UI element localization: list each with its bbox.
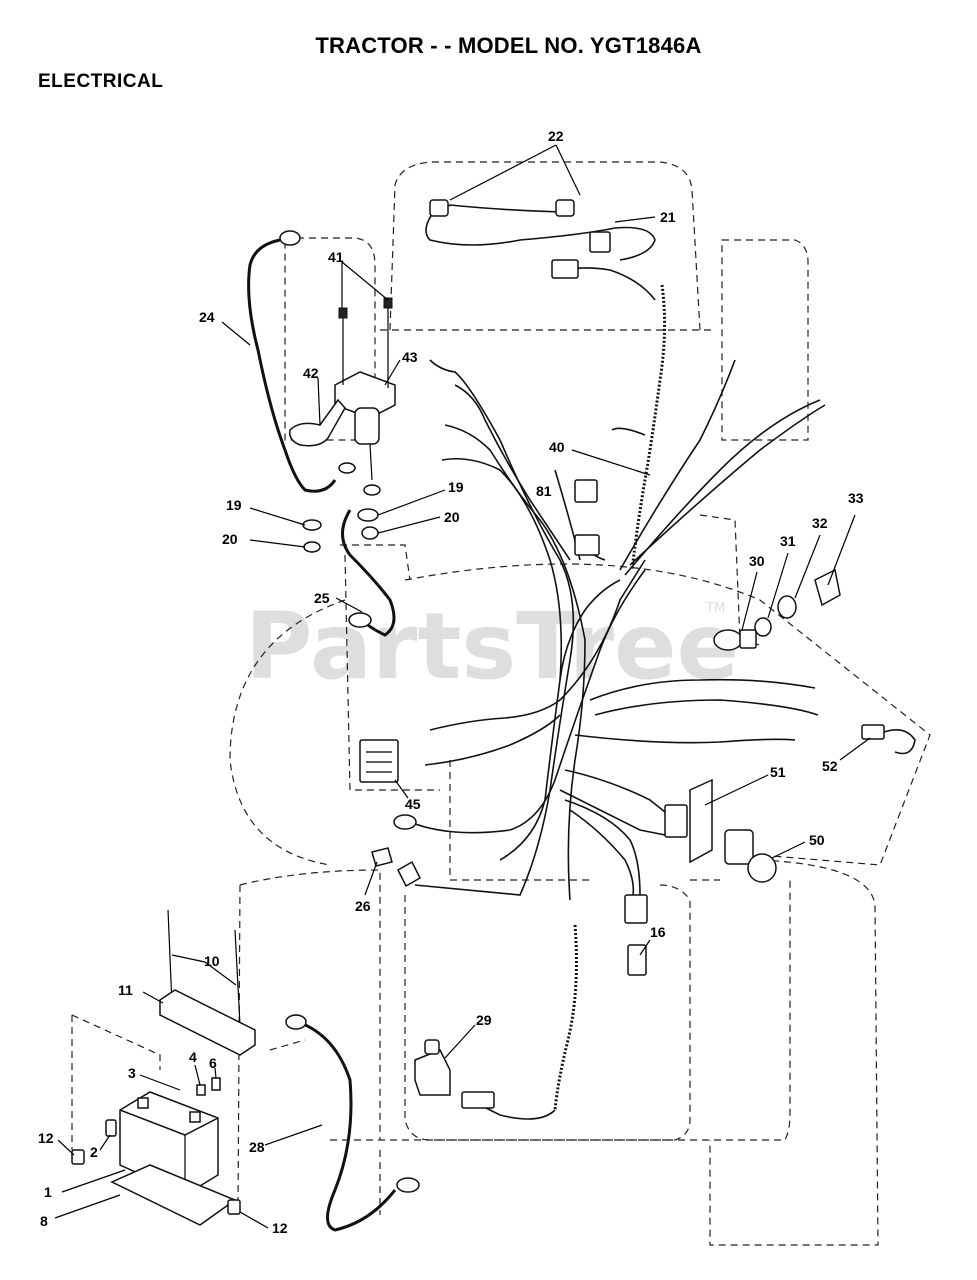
- callout-3: 3: [128, 1065, 136, 1081]
- callout-1: 1: [44, 1184, 52, 1200]
- callout-33: 33: [848, 490, 864, 506]
- ignition-switch: [713, 568, 841, 651]
- watermark-tm: TM: [705, 601, 725, 616]
- callout-21: 21: [660, 209, 676, 225]
- main-harness: [409, 267, 826, 901]
- callout-41: 41: [328, 249, 344, 265]
- part-52: [861, 724, 916, 755]
- callout-52: 52: [822, 758, 838, 774]
- switch-51: [664, 778, 713, 864]
- connectors-26: [371, 847, 421, 888]
- callout-12-bottom: 12: [272, 1220, 288, 1236]
- cable-24: [247, 230, 337, 493]
- callout-22: 22: [548, 128, 564, 144]
- callout-numbers: 22 21 41 24 42 43 40 81 19 19 20 20 25 3…: [38, 128, 864, 1236]
- callout-20-left: 20: [222, 531, 238, 547]
- callout-24: 24: [199, 309, 215, 325]
- diagram-title: TRACTOR - - MODEL NO. YGT1846A: [315, 33, 702, 58]
- callout-4: 4: [189, 1049, 197, 1065]
- boot-42: [288, 398, 346, 447]
- callout-29: 29: [476, 1012, 492, 1028]
- cable-25: [341, 509, 396, 637]
- callout-16: 16: [650, 924, 666, 940]
- callout-51: 51: [770, 764, 786, 780]
- callout-28: 28: [249, 1139, 265, 1155]
- section-label: ELECTRICAL: [38, 71, 164, 92]
- callout-40: 40: [549, 439, 565, 455]
- callout-26: 26: [355, 898, 371, 914]
- coiled-harness-lower: [469, 924, 578, 1120]
- callout-81: 81: [536, 483, 552, 499]
- callout-10: 10: [204, 953, 220, 969]
- headlight-harness: [425, 199, 656, 279]
- callout-6: 6: [209, 1055, 217, 1071]
- coiled-harness-40: [630, 284, 667, 571]
- callout-8: 8: [40, 1213, 48, 1229]
- battery-hardware: [71, 1077, 241, 1215]
- solenoid-43: [334, 297, 396, 481]
- callout-30: 30: [749, 553, 765, 569]
- callout-2: 2: [90, 1144, 98, 1160]
- seat-switch-29: [414, 1039, 495, 1109]
- connector-16: [624, 894, 648, 976]
- module-45: [359, 739, 417, 830]
- pto-switch-50: [724, 829, 777, 883]
- cable-28: [285, 1014, 420, 1232]
- callout-50: 50: [809, 832, 825, 848]
- tractor-outline: [71, 161, 931, 1246]
- hardware-19-20: [302, 462, 381, 553]
- callout-20-right: 20: [444, 509, 460, 525]
- relay-81: [574, 479, 600, 556]
- leader-lines: [54, 144, 871, 1229]
- callout-19-right: 19: [448, 479, 464, 495]
- watermark-text: PartsTree: [245, 593, 739, 700]
- callout-11: 11: [118, 982, 133, 998]
- callout-25: 25: [314, 590, 330, 606]
- callout-12-top: 12: [38, 1130, 54, 1146]
- battery-holddown: [159, 909, 256, 1056]
- callout-43: 43: [402, 349, 418, 365]
- callout-42: 42: [303, 365, 319, 381]
- callout-45: 45: [405, 796, 421, 812]
- callout-19-left: 19: [226, 497, 242, 513]
- callout-32: 32: [812, 515, 828, 531]
- callout-31: 31: [780, 533, 796, 549]
